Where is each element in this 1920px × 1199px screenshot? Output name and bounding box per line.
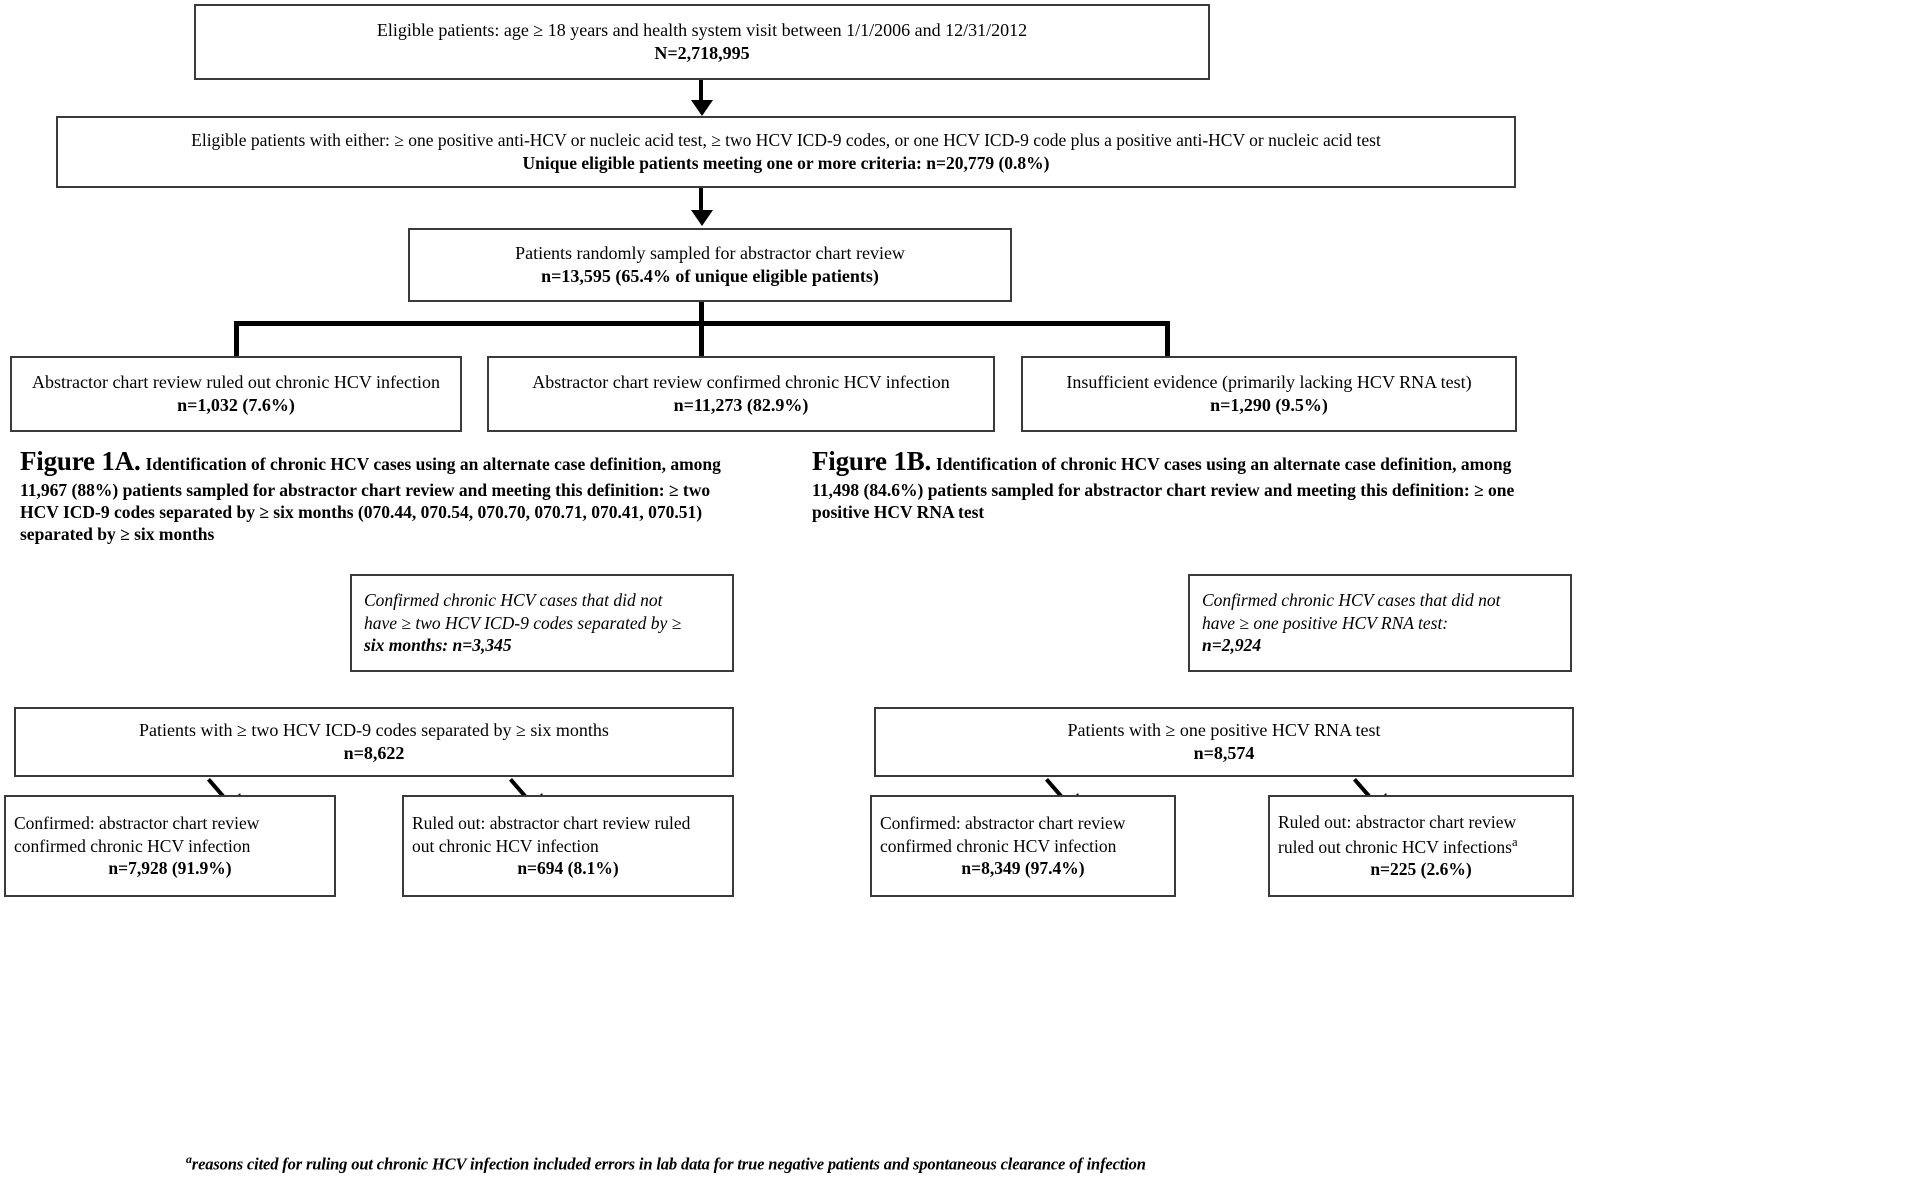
box-1a-parent-count: n=8,622 [343,743,405,763]
figure-1a-label: Figure 1A. [20,446,141,476]
footnote-marker: a [186,1152,192,1166]
box-eligible-patients: Eligible patients: age ≥ 18 years and he… [194,4,1210,80]
connector-split-stem [699,302,704,324]
box-randomly-sampled-line1: Patients randomly sampled for abstractor… [515,242,905,263]
box-1b-ruled-out-count: n=225 (2.6%) [1370,859,1472,880]
callout-1b-line3: n=2,924 [1202,635,1262,656]
callout-1b-confirmed-without-rna: Confirmed chronic HCV cases that did not… [1188,574,1572,672]
box-1b-parent-count: n=8,574 [1193,743,1255,763]
callout-1b-line2: have ≥ one positive HCV RNA test: [1202,612,1449,633]
box-eligible-patients-line1: Eligible patients: age ≥ 18 years and he… [376,19,1028,40]
box-1a-ruled-out-line1: Ruled out: abstractor chart review ruled [412,812,691,833]
box-1b-ruled-out-line1: Ruled out: abstractor chart review [1278,811,1517,832]
box-insufficient-line1: Insufficient evidence (primarily lacking… [1066,371,1472,392]
box-insufficient-count: n=1,290 (9.5%) [1210,395,1328,415]
box-ruled-out-line1: Abstractor chart review ruled out chroni… [31,371,441,392]
callout-1a-line1: Confirmed chronic HCV cases that did not [364,589,663,610]
footnote-marker-ref: a [1511,834,1518,849]
callout-1a-line3: six months: n=3,345 [364,635,512,656]
box-1a-confirmed-line1: Confirmed: abstractor chart review [14,812,260,833]
connector-split-right [1165,321,1170,356]
box-1b-ruled-out: Ruled out: abstractor chart review ruled… [1268,795,1574,897]
figure-1b-label: Figure 1B. [812,446,931,476]
figure-1b-caption: Figure 1B.Identification of chronic HCV … [812,444,1572,523]
figure-1b-caption-line3: positive HCV RNA test [812,501,985,522]
box-ruled-out-chronic-hcv: Abstractor chart review ruled out chroni… [10,356,462,432]
box-1a-ruled-out-count: n=694 (8.1%) [517,858,619,879]
connector-split-left [234,321,239,356]
box-confirmed-chronic-hcv: Abstractor chart review confirmed chroni… [487,356,995,432]
box-randomly-sampled-count: n=13,595 (65.4% of unique eligible patie… [541,266,879,286]
box-1b-confirmed-line1: Confirmed: abstractor chart review [880,812,1126,833]
callout-1a-line2: have ≥ two HCV ICD-9 codes separated by … [364,612,682,633]
box-1b-patients-rna: Patients with ≥ one positive HCV RNA tes… [874,707,1574,777]
box-1b-parent-line1: Patients with ≥ one positive HCV RNA tes… [1067,719,1381,740]
box-1b-confirmed-line2: confirmed chronic HCV infection [880,835,1117,856]
box-1a-parent-line1: Patients with ≥ two HCV ICD-9 codes sepa… [139,719,609,740]
box-1b-confirmed-count: n=8,349 (97.4%) [961,858,1085,879]
box-1a-ruled-out: Ruled out: abstractor chart review ruled… [402,795,734,897]
box-1a-confirmed-line2: confirmed chronic HCV infection [14,835,251,856]
figure-1b-caption-line2: 11,498 (84.6%) patients sampled for abst… [812,479,1515,500]
box-1b-confirmed: Confirmed: abstractor chart review confi… [870,795,1176,897]
box-confirmed-line1: Abstractor chart review confirmed chroni… [532,371,950,392]
box-ruled-out-count: n=1,032 (7.6%) [177,395,295,415]
box-1a-confirmed: Confirmed: abstractor chart review confi… [4,795,336,897]
connector-box1-box2 [699,80,703,106]
box-insufficient-evidence: Insufficient evidence (primarily lacking… [1021,356,1517,432]
connector-split-middle [699,321,704,356]
box-1a-ruled-out-line2: out chronic HCV infection [412,835,599,856]
arrowhead-box2-box3 [691,210,713,226]
figure-1a-caption-line1: Identification of chronic HCV cases usin… [145,454,721,474]
box-eligible-with-criteria-line1: Eligible patients with either: ≥ one pos… [191,130,1381,151]
box-randomly-sampled: Patients randomly sampled for abstractor… [408,228,1012,302]
callout-1a-confirmed-without-icd9: Confirmed chronic HCV cases that did not… [350,574,734,672]
figure-1a-caption-line4: separated by ≥ six months [20,524,215,545]
box-1a-confirmed-count: n=7,928 (91.9%) [108,858,232,879]
box-eligible-patients-count: N=2,718,995 [654,43,750,63]
box-eligible-with-criteria-count: Unique eligible patients meeting one or … [522,153,1050,173]
figure-1a-caption: Figure 1A.Identification of chronic HCV … [20,444,760,546]
figure-1b-caption-line1: Identification of chronic HCV cases usin… [936,454,1512,474]
footnote: areasons cited for ruling out chronic HC… [186,1152,1146,1175]
footnote-text: reasons cited for ruling out chronic HCV… [191,1154,1146,1174]
figure-1a-caption-line3: HCV ICD-9 codes separated by ≥ six month… [20,501,703,522]
box-1a-patients-icd9: Patients with ≥ two HCV ICD-9 codes sepa… [14,707,734,777]
box-1b-ruled-out-line2: ruled out chronic HCV infectionsa [1270,834,1572,859]
box-1b-ruled-out-line2-text: ruled out chronic HCV infections [1278,836,1512,857]
figure-1a-caption-line2: 11,967 (88%) patients sampled for abstra… [20,479,711,500]
box-eligible-with-criteria: Eligible patients with either: ≥ one pos… [56,116,1516,188]
box-confirmed-count: n=11,273 (82.9%) [673,395,809,415]
connector-box2-box3 [699,188,703,216]
arrowhead-box1-box2 [691,100,713,116]
callout-1b-line1: Confirmed chronic HCV cases that did not [1202,589,1501,610]
